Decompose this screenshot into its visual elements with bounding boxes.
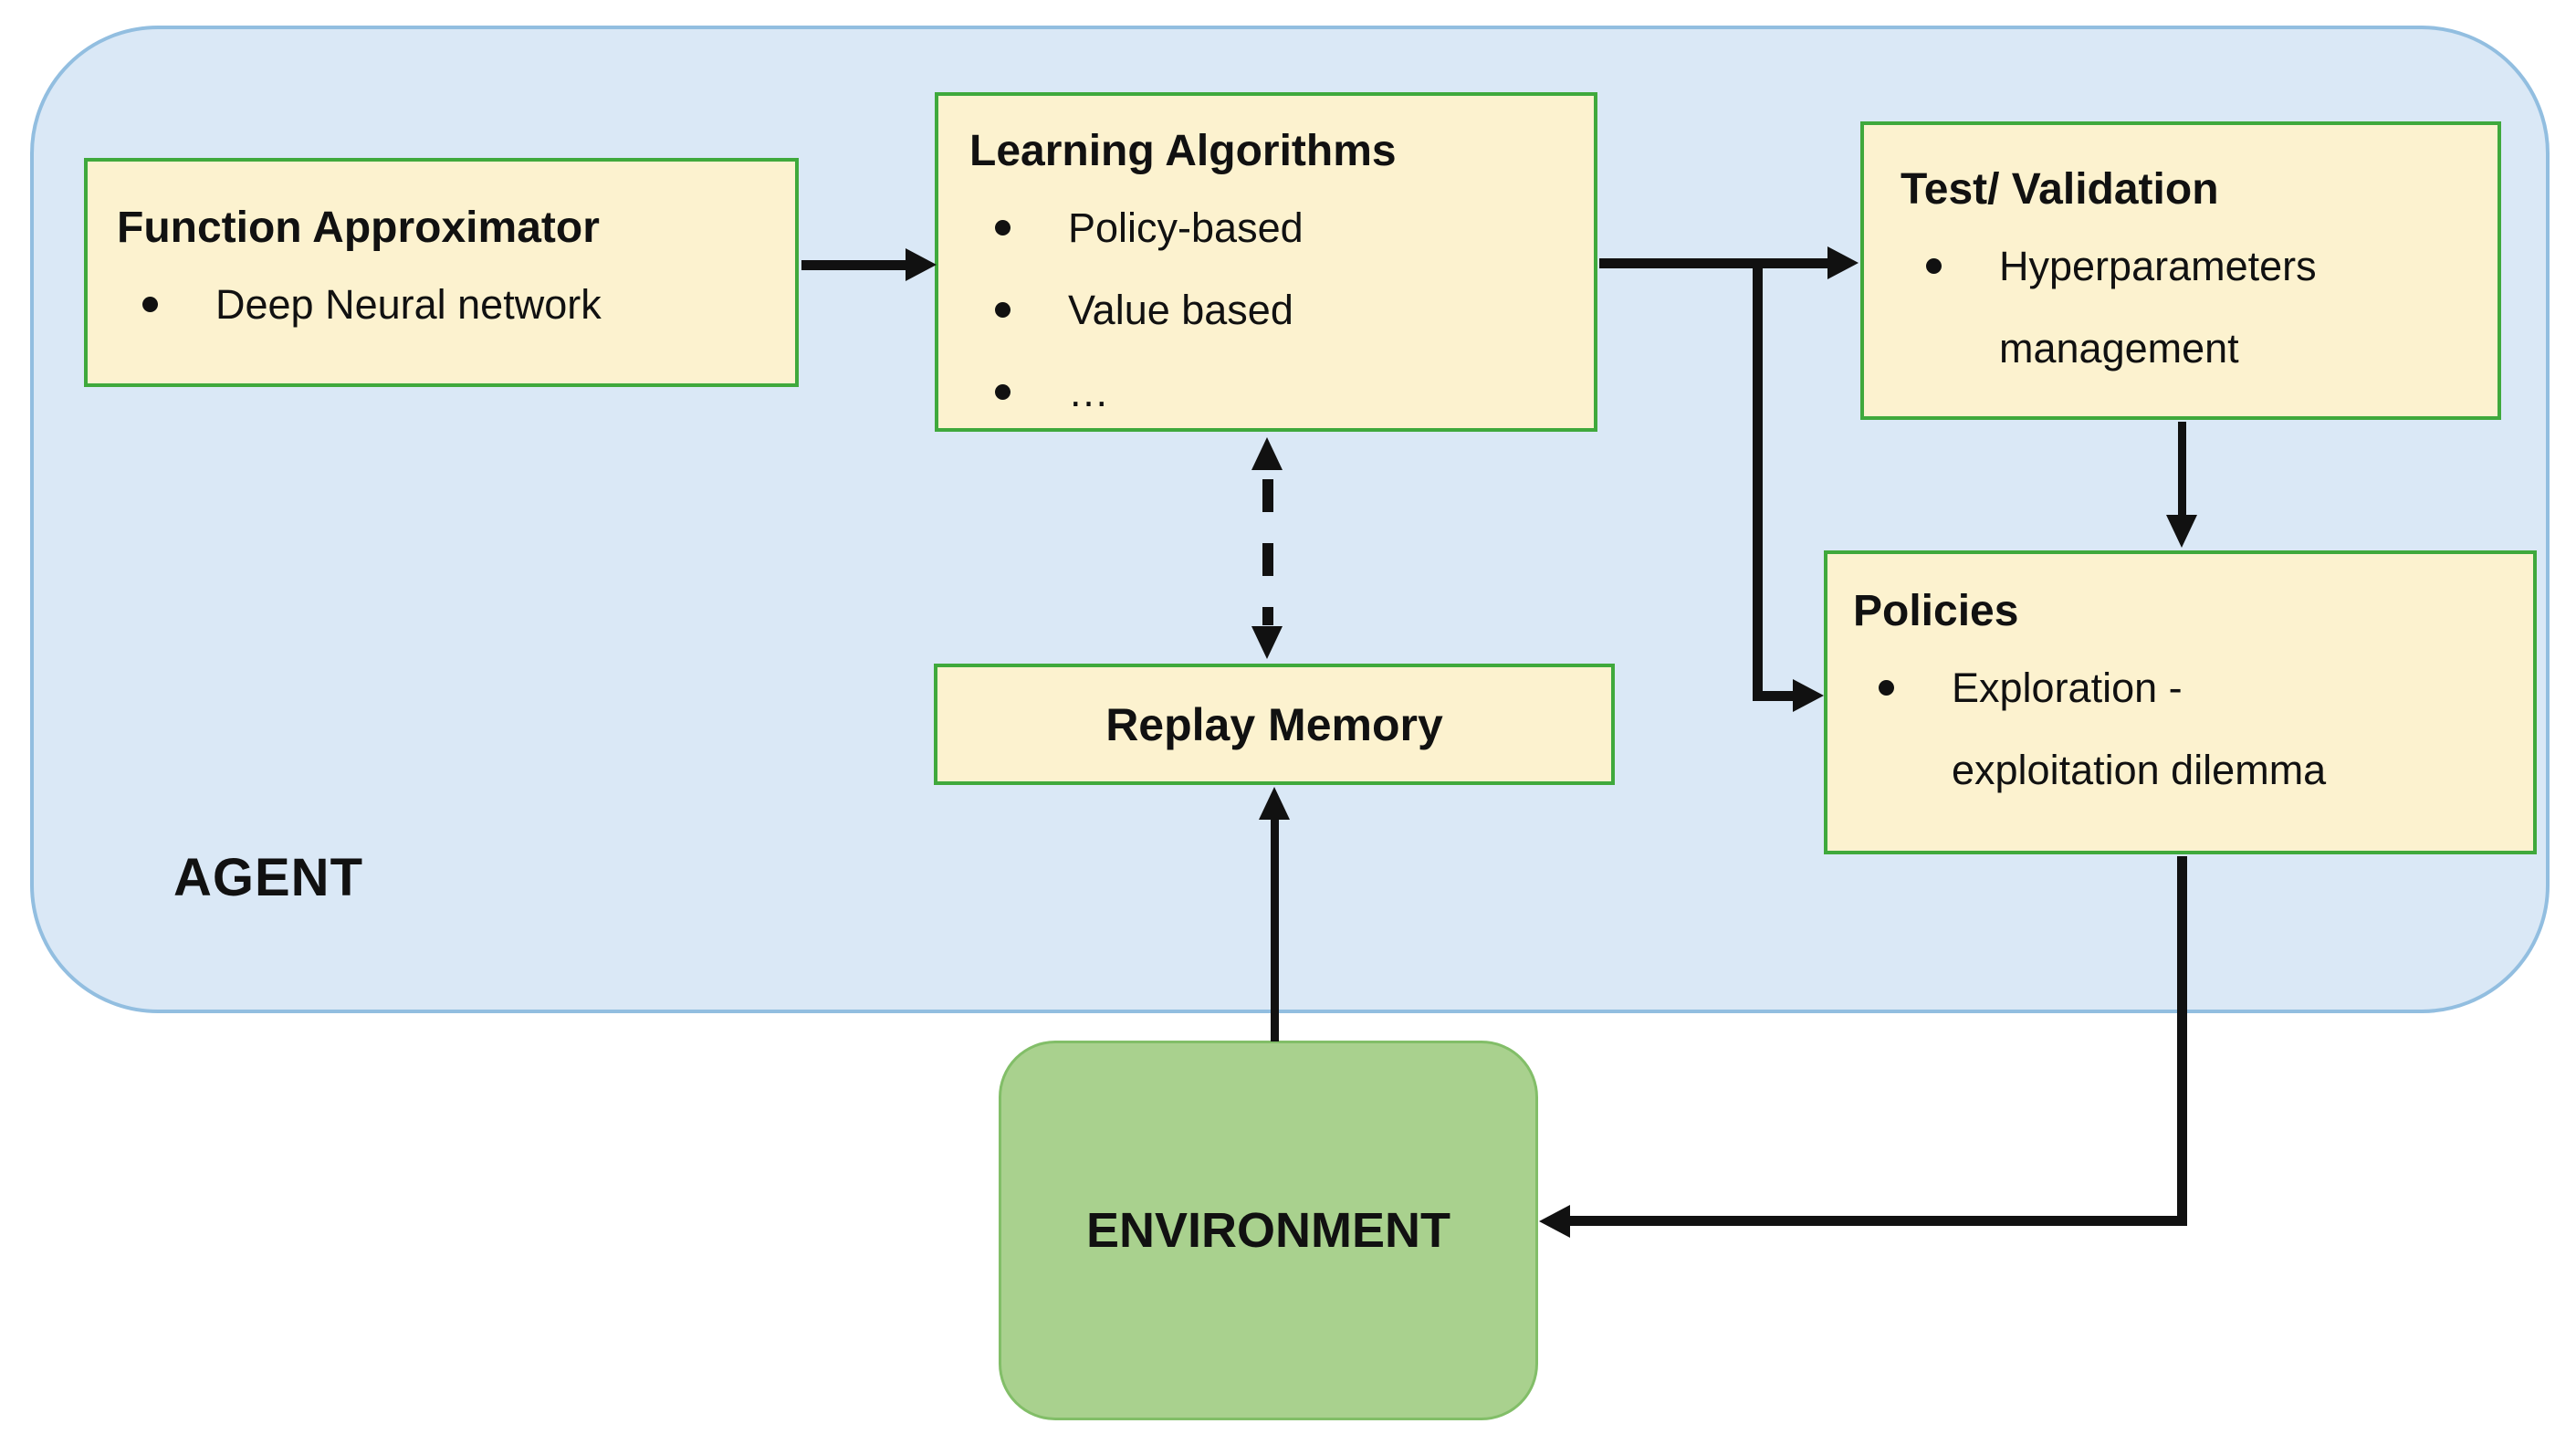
node-title: Policies (1853, 587, 2019, 635)
list-item-label: Value based (1068, 286, 1293, 333)
list-item: Deep Neural network (117, 264, 777, 346)
arrow-fa-to-la-head-icon (906, 248, 937, 281)
agent-label: AGENT (173, 848, 363, 907)
arrow-la-to-tv-head-icon (1827, 246, 1859, 279)
list-item: … (969, 351, 1576, 434)
list-item: Value based (969, 269, 1576, 351)
arrow-tv-to-policies-head-icon (2166, 515, 2197, 548)
bullet-list: Hyperparameters management (1901, 225, 2479, 390)
list-item-label: Policy-based (1068, 204, 1304, 251)
list-item: Policy-based (969, 187, 1576, 269)
list-item: Hyperparameters management (1901, 225, 2479, 390)
node-title: Learning Algorithms (969, 127, 1397, 175)
arrow-la-replay-down-head-icon (1251, 626, 1283, 659)
node-function-approximator: Function Approximator Deep Neural networ… (84, 158, 799, 387)
arrow-la-to-tv-line (1599, 258, 1829, 268)
node-test-validation: Test/ Validation Hyperparameters managem… (1860, 121, 2501, 420)
arrow-policies-to-env-vertical-line (2177, 856, 2187, 1221)
list-item-label: Hyperparameters management (1999, 242, 2317, 372)
bullet-list: Deep Neural network (117, 264, 777, 346)
node-title: Function Approximator (117, 204, 600, 252)
list-item-label: Exploration - exploitation dilemma (1952, 664, 2327, 793)
arrow-la-to-policies-head-icon (1793, 679, 1824, 712)
arrow-fa-to-la-line (801, 260, 909, 270)
list-item-label: Deep Neural network (215, 280, 602, 328)
bullet-list: Policy-based Value based … (969, 187, 1576, 434)
arrow-env-to-replay-head-icon (1259, 787, 1290, 820)
node-learning-algorithms: Learning Algorithms Policy-based Value b… (935, 92, 1597, 432)
bullet-list: Exploration - exploitation dilemma (1853, 647, 2515, 811)
arrow-tv-to-policies-line (2178, 422, 2186, 517)
list-item-label: … (1068, 368, 1109, 415)
arrow-la-to-policies-horizontal-line (1753, 691, 1795, 701)
node-title: Test/ Validation (1901, 165, 2219, 214)
arrow-la-replay-dashed-line (1262, 479, 1273, 625)
node-policies: Policies Exploration - exploitation dile… (1824, 550, 2537, 854)
list-item: Exploration - exploitation dilemma (1853, 647, 2515, 811)
arrow-la-to-policies-vertical-line (1753, 258, 1763, 701)
arrow-env-to-replay-line (1271, 816, 1279, 1041)
arrow-policies-to-env-head-icon (1539, 1205, 1570, 1238)
node-title: Replay Memory (1105, 698, 1443, 750)
node-environment: ENVIRONMENT (999, 1041, 1538, 1420)
node-replay-memory: Replay Memory (934, 664, 1615, 785)
arrow-policies-to-env-horizontal-line (1570, 1216, 2187, 1226)
arrow-la-replay-up-head-icon (1251, 437, 1283, 470)
environment-label: ENVIRONMENT (1085, 1203, 1450, 1258)
